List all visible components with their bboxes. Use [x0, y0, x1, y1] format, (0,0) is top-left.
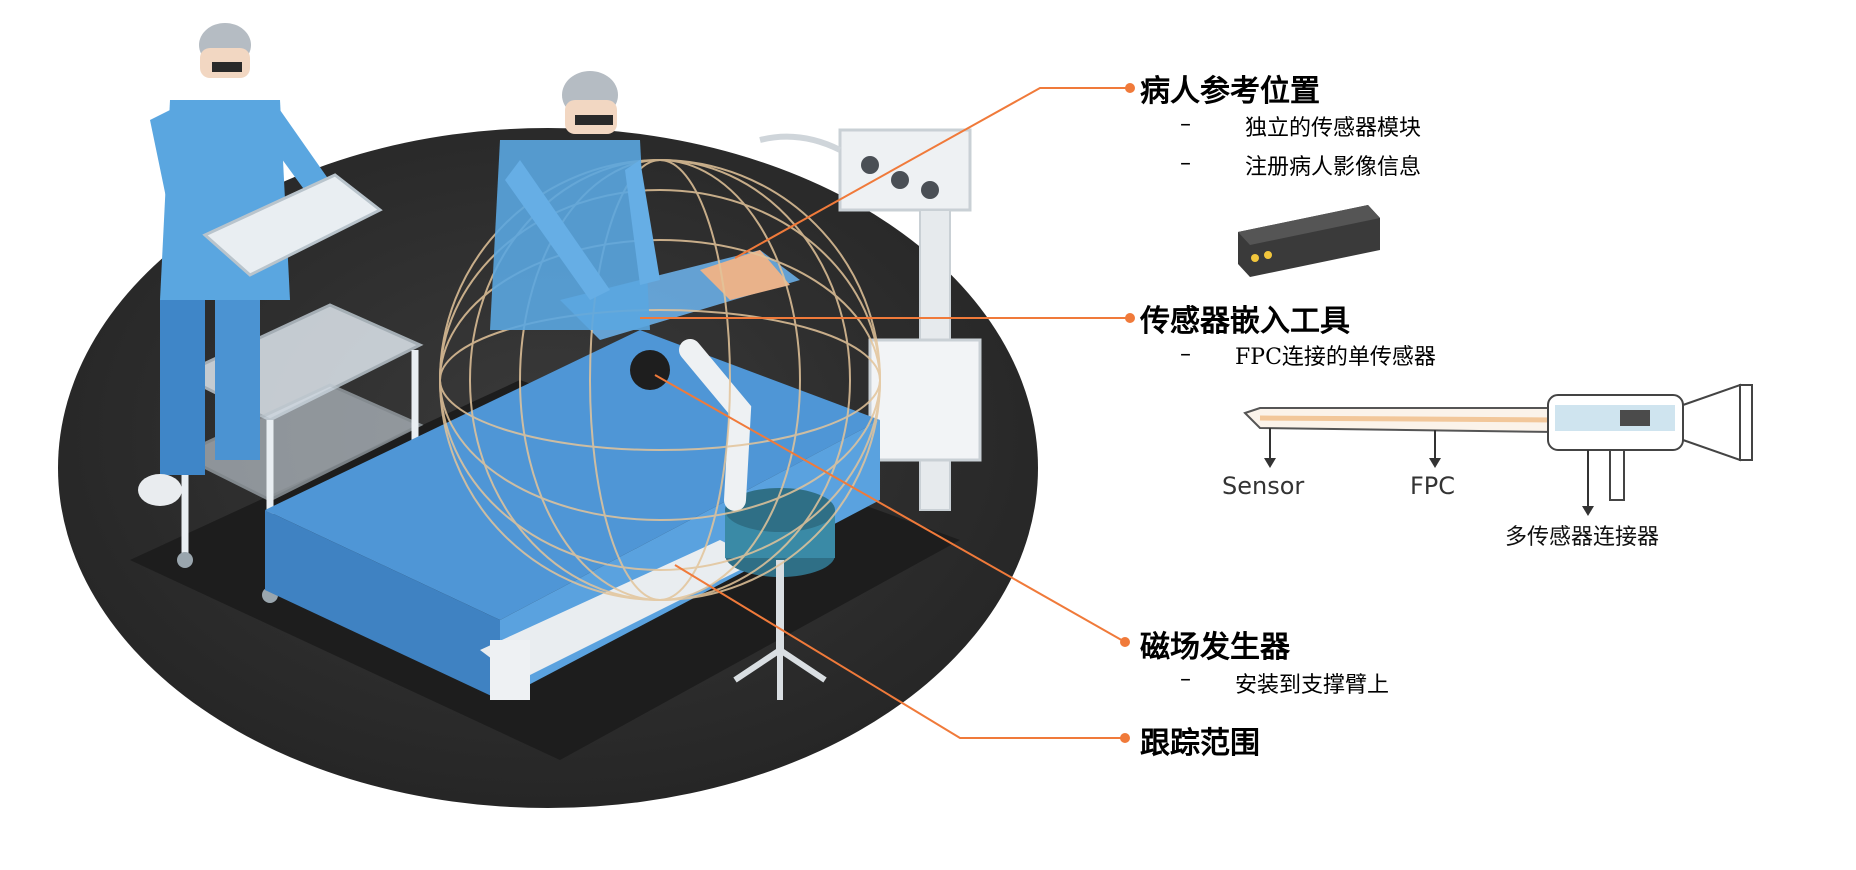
callout-item-field-generator-1: 安装到支撑臂上 — [1235, 673, 1390, 698]
connector-caption: 多传感器连接器 — [1505, 525, 1660, 550]
callout-item-sensor-tool-1: FPC连接的单传感器 — [1235, 345, 1436, 370]
callout-line-tracking-range — [674, 564, 1125, 739]
callout-item-patient-ref-1: 独立的传感器模块 — [1245, 116, 1422, 141]
callout-lines — [640, 83, 1135, 743]
callout-title-field-generator: 磁场发生器 — [1140, 630, 1290, 665]
callout-item-patient-ref-2: 注册病人影像信息 — [1245, 155, 1422, 180]
callout-title-patient-ref: 病人参考位置 — [1140, 74, 1320, 109]
callout-title-sensor-tool: 传感器嵌入工具 — [1140, 304, 1350, 339]
connector-flare — [1682, 383, 1741, 462]
sensor-module — [1238, 205, 1380, 277]
bullet-dash: – — [1180, 112, 1191, 137]
callout-line-field-generator — [654, 374, 1126, 643]
fpc-caption: FPC — [1410, 472, 1456, 500]
clipboard — [202, 173, 383, 277]
callout-title-tracking-range: 跟踪范围 — [1140, 726, 1260, 761]
bullet-dash: – — [1180, 151, 1191, 176]
callout-line-patient-ref — [734, 87, 1130, 259]
tracking-sphere — [439, 159, 881, 601]
sensor-caption: Sensor — [1222, 472, 1305, 500]
monitor-cart — [759, 128, 982, 511]
surgeon-right — [490, 71, 660, 330]
sensor-tool-diagram — [1243, 383, 1753, 516]
bullet-dash: – — [1180, 667, 1191, 692]
surgeon-left — [138, 23, 383, 506]
bullet-dash: – — [1180, 342, 1191, 367]
